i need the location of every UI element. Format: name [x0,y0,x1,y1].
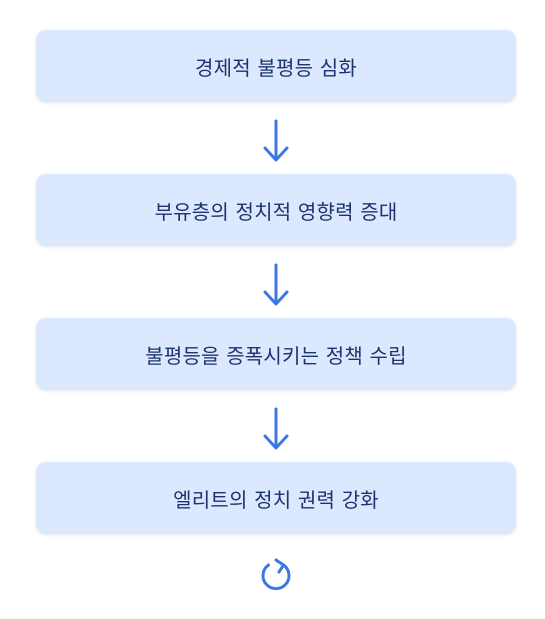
step-label: 엘리트의 정치 권력 강화 [173,487,379,512]
step-box-policy-making: 불평등을 증폭시키는 정책 수립 [36,318,516,390]
arrow-down-icon [263,263,289,306]
step-label: 불평등을 증폭시키는 정책 수립 [145,343,407,368]
arrow-down-icon [263,119,289,162]
arrow-down-icon [263,407,289,450]
step-label: 부유층의 정치적 영향력 증대 [154,199,398,224]
step-box-economic-inequality: 경제적 불평등 심화 [36,30,516,102]
step-box-wealthy-influence: 부유층의 정치적 영향력 증대 [36,174,516,246]
step-box-elite-power: 엘리트의 정치 권력 강화 [36,462,516,534]
step-label: 경제적 불평등 심화 [195,55,357,80]
cycle-return-icon [261,558,291,591]
